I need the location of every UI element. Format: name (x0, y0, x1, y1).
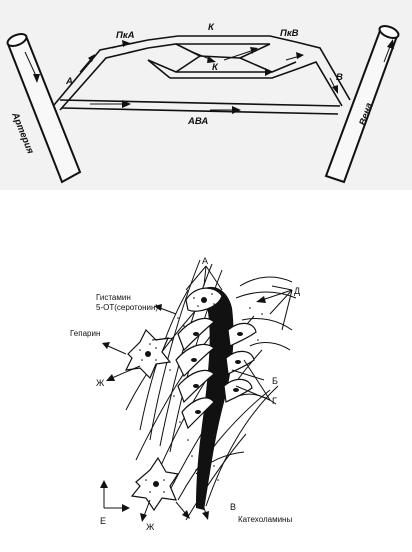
mast-cell-bottom (130, 456, 180, 512)
mast-cell-top (185, 287, 223, 312)
label-zh-left: Ж (96, 378, 105, 388)
pericyte-cells (175, 317, 257, 430)
mast-cell-left (124, 328, 172, 380)
label-k-top: К (208, 22, 215, 33)
label-a: А (202, 256, 208, 266)
label-pka: ПкА (116, 30, 135, 41)
vein-vessel (324, 25, 400, 184)
release-arrows (100, 265, 293, 522)
label-pkv: ПкВ (280, 28, 299, 39)
label-a: А (65, 76, 73, 87)
label-v: В (336, 72, 343, 83)
capillary-vessel (196, 286, 234, 510)
serotonin-label: 5-ОТ(серотонин) (96, 303, 158, 312)
catecholamines-label: Катехоламины (238, 515, 292, 524)
venule-branch (285, 41, 351, 107)
label-v: В (230, 502, 236, 512)
label-b: Б (272, 376, 278, 386)
heparin-label: Гепарин (70, 329, 100, 338)
label-ava: АВА (187, 116, 208, 127)
label-e: Е (100, 516, 106, 526)
ava-shunt (59, 99, 341, 115)
microcirculation-svg: Артерия Вена А ПкА К К ПкВ В АВА (6, 22, 400, 184)
artery-vessel (6, 33, 82, 184)
label-k-mid: К (212, 62, 219, 73)
mast-cell-svg: А Д Б Г В Е Ж Ж Гистамин 5-ОТ(серотонин)… (70, 256, 300, 532)
microcirculation-scheme: Артерия Вена А ПкА К К ПкВ В АВА (0, 0, 412, 190)
artery-label: Артерия (9, 110, 36, 156)
capillary-network (147, 35, 301, 79)
label-zh-bottom: Ж (146, 522, 155, 532)
label-g: Г (272, 396, 277, 406)
histamine-label: Гистамин (96, 293, 131, 302)
label-d: Д (294, 286, 300, 296)
mast-cell-scheme: А Д Б Г В Е Ж Ж Гистамин 5-ОТ(серотонин)… (0, 190, 412, 552)
arteriole-branch (53, 39, 149, 111)
granules (169, 307, 263, 481)
